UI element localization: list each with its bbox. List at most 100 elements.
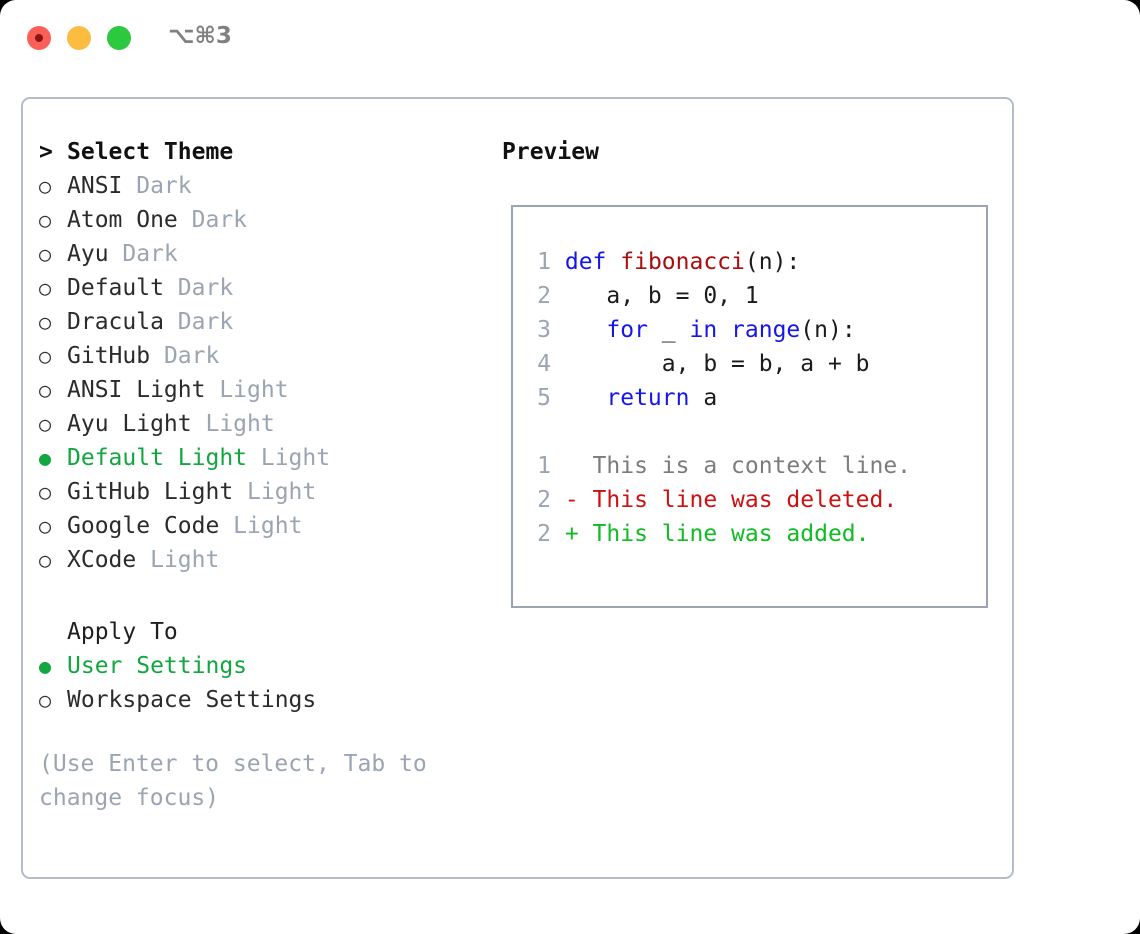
theme-category: Light [205,377,289,403]
line-number: 2 [537,521,551,547]
code-token [551,317,606,343]
preview-title: Preview [502,139,599,165]
line-number: 4 [537,351,551,377]
code-token: a [689,385,718,411]
theme-name: XCode [67,547,137,573]
radio-unselected-icon: ○ [39,480,52,504]
radio-unselected-icon: ○ [39,276,52,300]
main-panel: >Select Theme ○ANSI Dark○Atom One Dark○A… [21,97,1014,879]
code-line: 5 return a [525,381,980,415]
theme-name: Default [67,275,164,301]
radio-unselected-icon: ○ [39,344,52,368]
apply-to-option[interactable]: ○ Workspace Settings [39,683,489,717]
theme-name: Ayu [67,241,109,267]
prompt-caret-icon: > [39,139,53,165]
code-token: return [606,385,690,411]
code-token: _ [647,317,690,343]
code-line: 4 a, b = b, a + b [525,347,980,381]
code-token: (n): [800,317,856,343]
theme-list-item[interactable]: ○ Atom One Dark [39,203,489,237]
theme-category: Dark [163,309,234,335]
section-gap [39,577,489,615]
apply-to-list: ● User Settings ○ Workspace Settings [39,649,489,717]
theme-list: ○ ANSI Dark ○ Atom One Dark ○ Ayu Dark ○ Defaul… [39,169,489,577]
radio-unselected-icon: ○ [39,208,52,232]
line-number: 1 [537,249,551,275]
preview-column: Preview 1 def fibonacci(n):2 a, b = 0, 1… [502,135,992,608]
code-token: This is a context line. [551,453,912,479]
apply-to-label: Apply To [67,619,178,645]
radio-unselected-icon: ○ [39,688,52,712]
close-icon [35,34,43,42]
radio-unselected-icon: ○ [39,242,52,266]
theme-list-item[interactable]: ○ Ayu Dark [39,237,489,271]
code-line: 2 a, b = 0, 1 [525,279,980,313]
maximize-button[interactable] [107,26,131,50]
apply-to-option-label: Workspace Settings [67,687,317,713]
code-token: a, b = 0, 1 [551,283,759,309]
theme-list-item[interactable]: ○XCode Light [39,543,489,577]
theme-category: Dark [150,343,220,369]
radio-unselected-icon: ○ [39,412,52,436]
code-blank-line [525,415,980,449]
theme-name: Default Light [67,445,248,471]
theme-category: Light [247,445,331,471]
theme-category: Light [219,513,303,539]
code-token: range [731,317,801,343]
theme-name: ANSI Light [67,377,206,403]
theme-list-item[interactable]: ○ Dracula Dark [39,305,489,339]
theme-list-item[interactable]: ○ ANSI Light Light [39,373,489,407]
radio-selected-icon: ● [39,654,52,678]
theme-list-item[interactable]: ○ GitHub Dark [39,339,489,373]
theme-category: Dark [122,173,192,199]
theme-picker-column: >Select Theme ○ANSI Dark○Atom One Dark○A… [39,135,489,815]
theme-picker-header: > Select Theme [39,135,489,169]
theme-list-item[interactable]: ○Default Dark [39,271,489,305]
code-token: def [551,249,621,275]
window-titlebar: ⌥⌘3 [0,0,1140,76]
keyboard-shortcut-label: ⌥⌘3 [168,23,232,49]
minimize-button[interactable] [67,26,91,50]
code-token: in [689,317,718,343]
code-line: 1 def fibonacci(n): [525,245,980,279]
code-token: - This line was deleted. [551,487,898,513]
close-button[interactable] [27,26,51,50]
theme-name: GitHub Light [67,479,234,505]
radio-unselected-icon: ○ [39,310,52,334]
theme-list-item[interactable]: ○Ayu Light Light [39,407,489,441]
theme-name: GitHub [67,343,151,369]
apply-to-option[interactable]: ● User Settings [39,649,489,683]
line-number: 2 [537,487,551,513]
line-number: 5 [537,385,551,411]
code-token: + This line was added. [551,521,870,547]
theme-category: Light [136,547,220,573]
code-line: 3 for _ in range(n): [525,313,980,347]
radio-unselected-icon: ○ [39,514,52,538]
theme-name: Dracula [67,309,164,335]
theme-list-item[interactable]: ●Default Light Light [39,441,489,475]
radio-unselected-icon: ○ [39,174,52,198]
code-token: a, b = b, a + b [551,351,870,377]
keyboard-hint-text: (Use Enter to select, Tab to change focu… [39,751,427,811]
apply-to-option-label: User Settings [67,653,248,679]
theme-category: Light [233,479,317,505]
theme-name: ANSI [67,173,123,199]
theme-picker-title: Select Theme [67,139,234,165]
radio-unselected-icon: ○ [39,378,52,402]
theme-category: Dark [108,241,178,267]
hint-gap [39,717,489,747]
line-number: 1 [537,453,551,479]
line-number: 3 [537,317,551,343]
diff-line: 1 This is a context line. [525,449,980,483]
theme-list-item[interactable]: ○ ANSI Dark [39,169,489,203]
code-token: for [606,317,648,343]
theme-category: Dark [177,207,248,233]
theme-list-item[interactable]: ○ GitHub Light Light [39,475,489,509]
code-token: fibonacci [620,249,745,275]
theme-list-item[interactable]: ○Google Code Light [39,509,489,543]
theme-name: Atom One [67,207,178,233]
code-token [551,385,606,411]
